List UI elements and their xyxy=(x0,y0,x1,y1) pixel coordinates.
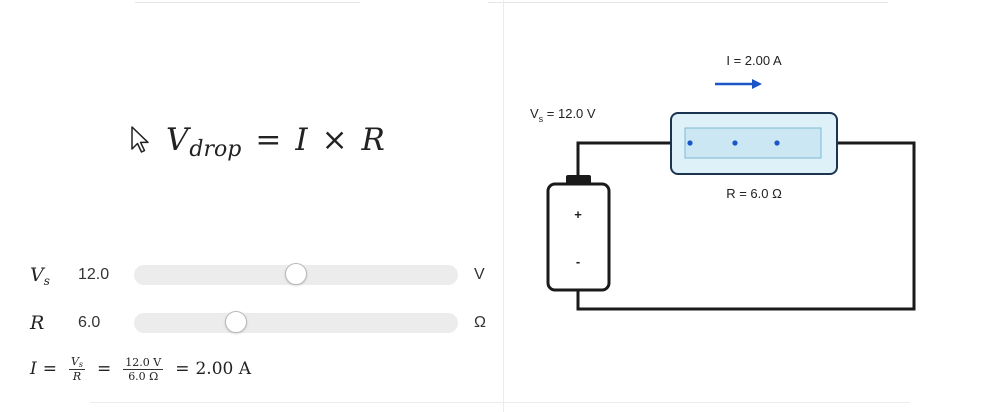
r-symbol: R xyxy=(30,312,45,334)
charge-dot xyxy=(732,140,738,146)
current-formula: I = Vs R = 12.0 V 6.0 Ω = 2.00 A xyxy=(30,352,251,386)
formula-equals-2: = xyxy=(97,359,112,379)
circuit-wire xyxy=(576,141,916,311)
r-value: 6.0 xyxy=(78,314,101,331)
formula-equals-3: = xyxy=(175,359,190,379)
formula-numeric-fraction: 12.0 V 6.0 Ω xyxy=(123,355,164,383)
vs-value: 12.0 xyxy=(78,266,110,283)
mouse-pointer-icon xyxy=(131,126,149,153)
battery-plus-label: + xyxy=(574,207,582,222)
vs-slider-row: Vs 12.0 V xyxy=(30,260,485,290)
r-slider-row: R 6.0 Ω xyxy=(30,308,486,338)
top-divider-right xyxy=(488,2,888,3)
bottom-divider xyxy=(90,402,910,403)
vs-unit: V xyxy=(474,266,485,283)
equation-v-subscript: drop xyxy=(189,136,242,162)
resistance-label: R = 6.0 Ω xyxy=(726,186,782,201)
current-arrow-head xyxy=(752,79,762,89)
formula-equals-1: = xyxy=(42,359,57,379)
equation-equals: = xyxy=(255,122,282,158)
equation-i: I xyxy=(295,122,308,158)
panel-divider xyxy=(503,0,504,412)
battery-icon xyxy=(546,182,611,292)
equation-r: R xyxy=(361,122,385,158)
equation-v: V xyxy=(166,122,189,158)
vs-slider-thumb[interactable] xyxy=(285,263,307,285)
voltage-label: Vs = 12.0 V xyxy=(530,106,596,124)
vs-slider-track[interactable] xyxy=(134,263,458,285)
current-label: I = 2.00 A xyxy=(726,53,782,68)
formula-i: I xyxy=(30,359,37,379)
circuit-wire xyxy=(576,141,670,176)
formula-symbolic-fraction: Vs R xyxy=(68,355,86,383)
charge-dot xyxy=(774,140,780,146)
r-slider-track[interactable] xyxy=(134,311,458,333)
resistor-inner-channel xyxy=(684,127,822,159)
r-slider-thumb[interactable] xyxy=(224,311,247,333)
top-divider-left xyxy=(135,2,360,3)
battery-minus-label: - xyxy=(576,254,580,269)
charge-dot xyxy=(687,140,693,146)
r-unit: Ω xyxy=(474,314,486,331)
equation-times: × xyxy=(321,122,348,158)
formula-result: 2.00 A xyxy=(195,359,252,379)
circuit-diagram: + - I = 2.00 A Vs = 12.0 V R = 6.0 Ω xyxy=(530,53,916,311)
vs-symbol: Vs xyxy=(30,264,50,288)
